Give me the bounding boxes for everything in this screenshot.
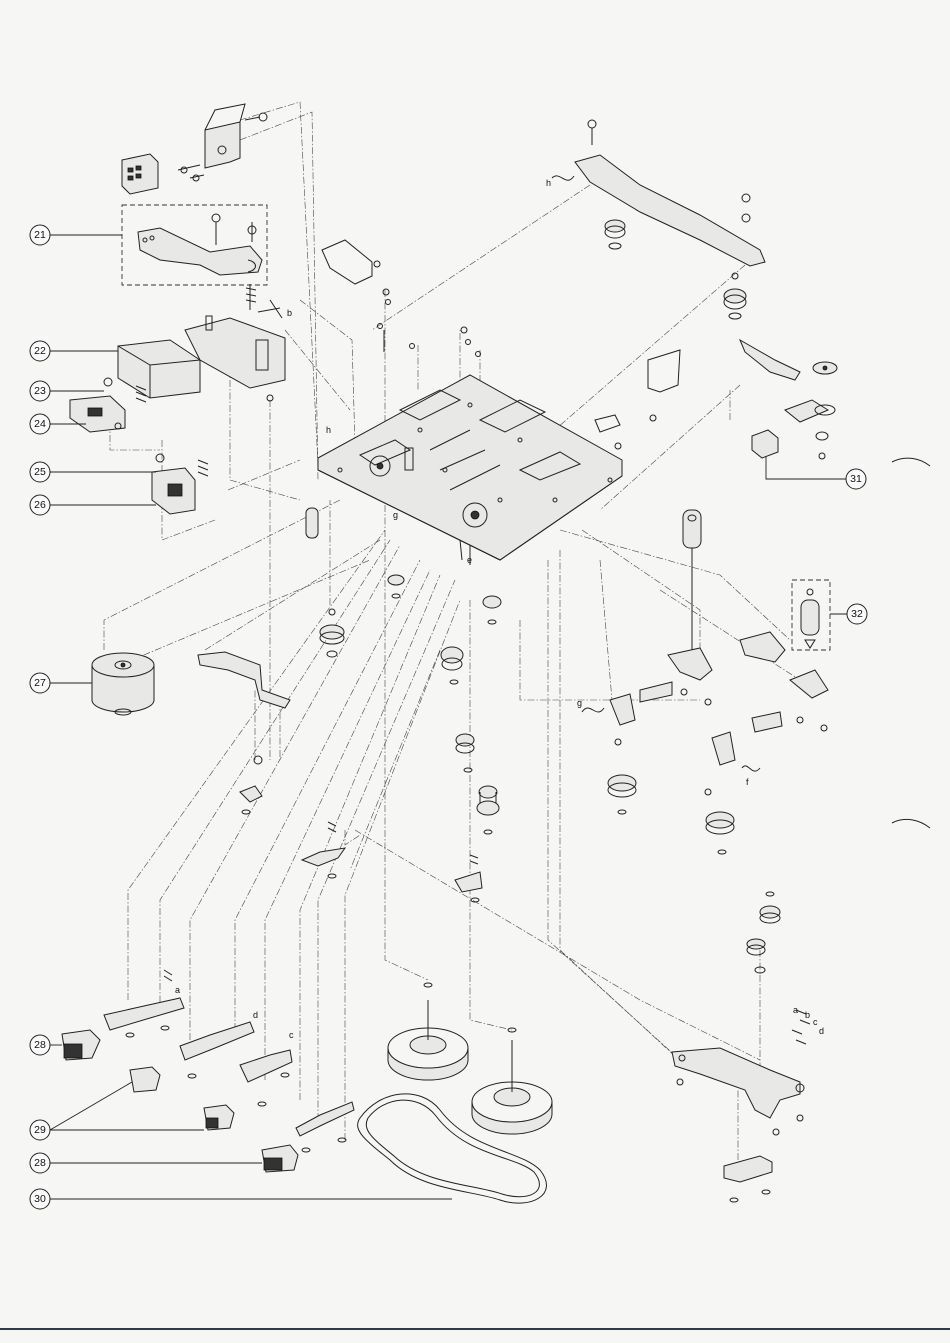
letter-c-2: c bbox=[813, 1017, 818, 1027]
letter-markers: h h b g e g f a d c a b c d bbox=[175, 178, 824, 1040]
right-cluster bbox=[582, 510, 830, 854]
letter-h-2: h bbox=[326, 425, 331, 435]
binder-hole-mark-bottom bbox=[892, 819, 930, 828]
letter-b: b bbox=[287, 308, 292, 318]
svg-text:26: 26 bbox=[34, 499, 46, 511]
head-lever-assembly bbox=[122, 205, 267, 310]
letter-a-1: a bbox=[175, 985, 180, 995]
callout-22: 22 bbox=[30, 341, 50, 361]
head-parts bbox=[70, 300, 285, 514]
svg-text:28: 28 bbox=[34, 1039, 46, 1051]
letter-h-1: h bbox=[546, 178, 551, 188]
callout-31: 31 bbox=[846, 469, 866, 489]
letter-f: f bbox=[746, 777, 749, 787]
callout-26: 26 bbox=[30, 495, 50, 515]
svg-text:22: 22 bbox=[34, 345, 46, 357]
connector-assembly bbox=[122, 104, 267, 194]
callout-28-lower: 28 bbox=[30, 1153, 50, 1173]
callout-30: 30 bbox=[30, 1189, 50, 1209]
letter-d-1: d bbox=[253, 1010, 258, 1020]
callout-27: 27 bbox=[30, 673, 50, 693]
svg-text:32: 32 bbox=[851, 608, 863, 620]
center-gears bbox=[198, 508, 501, 902]
gear-top-b bbox=[724, 289, 746, 309]
letter-g-1: g bbox=[393, 510, 398, 520]
svg-text:23: 23 bbox=[34, 385, 46, 397]
bottom-right-assembly bbox=[672, 892, 810, 1202]
drive-belt bbox=[358, 1094, 547, 1203]
svg-text:25: 25 bbox=[34, 466, 46, 478]
svg-text:28: 28 bbox=[34, 1157, 46, 1169]
letter-e: e bbox=[467, 555, 472, 565]
letter-a-2: a bbox=[793, 1005, 798, 1015]
callout-32: 32 bbox=[847, 604, 867, 624]
callout-24: 24 bbox=[30, 414, 50, 434]
svg-text:27: 27 bbox=[34, 677, 46, 689]
motor-27 bbox=[92, 653, 154, 715]
callout-29: 29 bbox=[30, 1120, 50, 1140]
button-29a bbox=[130, 1067, 160, 1092]
callout-28-upper: 28 bbox=[30, 1035, 50, 1055]
button-28a bbox=[62, 1030, 100, 1060]
button-28b bbox=[262, 1145, 298, 1172]
svg-text:30: 30 bbox=[34, 1193, 46, 1205]
svg-text:31: 31 bbox=[850, 473, 862, 485]
callout-23: 23 bbox=[30, 381, 50, 401]
button-29b bbox=[204, 1105, 234, 1130]
letter-c-1: c bbox=[289, 1030, 294, 1040]
page-bottom-rule bbox=[0, 1328, 950, 1330]
gear-top-a bbox=[605, 220, 625, 238]
binder-hole-mark-top bbox=[892, 458, 930, 466]
right-mid-parts bbox=[740, 340, 837, 459]
letter-g-2: g bbox=[577, 698, 582, 708]
main-chassis bbox=[318, 375, 622, 565]
svg-text:21: 21 bbox=[34, 229, 46, 241]
callout-25: 25 bbox=[30, 462, 50, 482]
svg-text:24: 24 bbox=[34, 418, 46, 430]
svg-text:29: 29 bbox=[34, 1124, 46, 1136]
bottom-levers bbox=[62, 970, 354, 1172]
callout-21: 21 bbox=[30, 225, 50, 245]
letter-d-2: d bbox=[819, 1026, 824, 1036]
letter-b-2: b bbox=[805, 1010, 810, 1020]
top-right-arm bbox=[552, 120, 765, 319]
